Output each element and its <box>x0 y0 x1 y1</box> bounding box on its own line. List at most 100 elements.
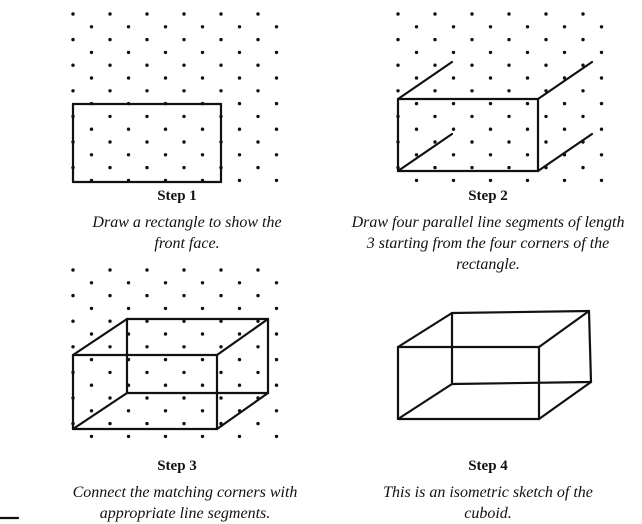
grid-dot <box>581 89 585 93</box>
step-2-caption: Draw four parallel line segments of leng… <box>351 214 625 273</box>
grid-dot <box>163 409 168 413</box>
grid-dot <box>451 50 456 55</box>
connecting-edge <box>537 380 593 421</box>
grid-dot <box>182 140 186 144</box>
grid-dot <box>108 140 112 144</box>
grid-dot <box>544 12 548 16</box>
grid-dot <box>414 101 419 106</box>
grid-dot <box>274 178 279 183</box>
grid-dot <box>581 37 585 42</box>
grid-dot <box>488 127 493 131</box>
grid-dot <box>182 268 186 272</box>
grid-dot <box>237 306 242 311</box>
grid-dot <box>544 37 548 42</box>
connecting-edge <box>537 309 591 349</box>
step-3-caption: Connect the matching corners with approp… <box>72 484 298 522</box>
grid-dot <box>507 63 511 67</box>
grid-dot <box>274 383 279 387</box>
grid-dot <box>108 37 112 42</box>
grid-dot <box>89 357 94 362</box>
grid-dot <box>507 12 511 16</box>
grid-dot <box>126 127 131 131</box>
grid-dot <box>451 153 456 157</box>
grid-dot <box>126 434 131 439</box>
grid-dot <box>200 409 205 413</box>
grid-dot <box>237 50 242 55</box>
grid-dot <box>414 153 419 157</box>
grid-dot <box>544 63 548 67</box>
grid-dot <box>237 357 242 362</box>
grid-dot <box>256 12 260 16</box>
grid-dot <box>414 127 419 131</box>
grid-dot <box>71 268 75 272</box>
grid-dot <box>163 434 168 439</box>
grid-dot <box>219 89 223 93</box>
grid-dot <box>200 76 205 80</box>
grid-dot <box>163 50 168 55</box>
grid-dot <box>163 306 168 311</box>
grid-dot <box>256 37 260 42</box>
grid-dot <box>163 383 168 387</box>
cuboid-lines <box>0 60 594 520</box>
grid-dot <box>182 319 186 323</box>
grid-dot <box>219 293 223 298</box>
grid-dot <box>200 306 205 311</box>
grid-dot <box>200 127 205 131</box>
step-4-caption: This is an isometric sketch of the cuboi… <box>383 484 593 522</box>
grid-dot <box>89 409 94 413</box>
grid-dot <box>599 127 604 131</box>
grid-dot <box>145 345 149 349</box>
grid-dot <box>71 293 75 298</box>
grid-dot <box>488 101 493 106</box>
grid-dot <box>71 345 75 349</box>
connecting-edge <box>215 317 270 357</box>
grid-dot <box>89 127 94 131</box>
grid-dot <box>200 281 205 285</box>
grid-dot <box>507 165 511 170</box>
grid-dot <box>544 140 548 144</box>
grid-dot <box>237 127 242 131</box>
grid-dot <box>470 140 474 144</box>
grid-dot <box>433 37 437 42</box>
grid-dot <box>470 114 474 119</box>
grid-dot <box>89 306 94 311</box>
grid-dot <box>274 101 279 106</box>
grid-dot <box>163 25 168 29</box>
grid-dot <box>71 63 75 67</box>
grid-dot <box>414 25 419 29</box>
grid-dot <box>182 114 186 119</box>
parallel-segment <box>536 60 594 101</box>
grid-dot <box>396 12 400 16</box>
grid-dot <box>237 383 242 387</box>
grid-dot <box>108 396 112 400</box>
grid-dot <box>507 89 511 93</box>
connecting-edge <box>71 317 129 357</box>
grid-dot <box>126 50 131 55</box>
grid-dot <box>89 50 94 55</box>
grid-dot <box>581 12 585 16</box>
grid-dot <box>525 50 530 55</box>
grid-dot <box>274 306 279 311</box>
grid-dot <box>274 76 279 80</box>
grid-dot <box>256 89 260 93</box>
grid-dot <box>71 12 75 16</box>
grid-dot <box>108 63 112 67</box>
connecting-edge <box>396 382 454 421</box>
grid-dot <box>599 178 604 183</box>
grid-dot <box>145 89 149 93</box>
grid-dot <box>470 37 474 42</box>
grid-dot <box>108 370 112 375</box>
parallel-segment <box>396 60 454 101</box>
grid-dot <box>108 293 112 298</box>
grid-dot <box>396 89 400 93</box>
grid-dot <box>182 370 186 375</box>
parallel-segment <box>536 132 594 173</box>
grid-dot <box>145 165 149 170</box>
grid-dot <box>182 165 186 170</box>
grid-dot <box>219 345 223 349</box>
step-2-title: Step 2 <box>468 188 508 204</box>
grid-dot <box>145 396 149 400</box>
grid-dot <box>256 293 260 298</box>
grid-dot <box>108 12 112 16</box>
